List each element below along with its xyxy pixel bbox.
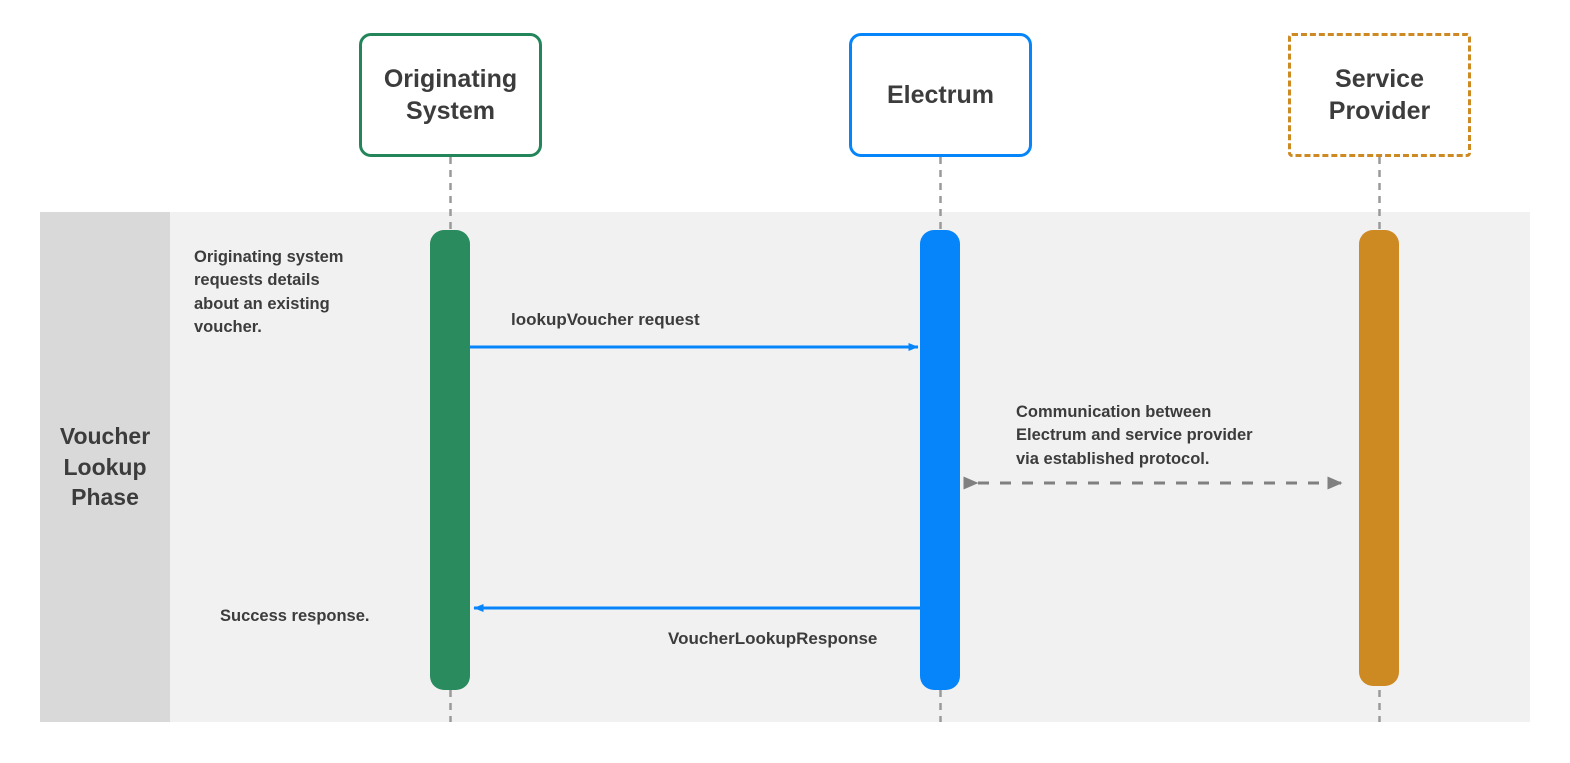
- activation-bar-originating: [430, 230, 470, 690]
- note-provider-protocol: Communication between Electrum and servi…: [1016, 403, 1253, 468]
- message-label-lookup-request: lookupVoucher request: [511, 310, 700, 329]
- participant-service-provider[interactable]: Service Provider: [1288, 33, 1471, 157]
- note-success-response: Success response.: [220, 607, 370, 625]
- activation-bar-electrum: [920, 230, 960, 690]
- note-originating-request: Originating system requests details abou…: [194, 248, 344, 337]
- participant-electrum[interactable]: Electrum: [849, 33, 1032, 157]
- phase-label: Voucher Lookup Phase: [59, 423, 151, 511]
- participant-service-provider-label: Service Provider: [1328, 65, 1431, 125]
- participant-electrum-label: Electrum: [887, 81, 994, 109]
- participant-originating-system-label: Originating System: [383, 65, 518, 125]
- phase-band-body: [40, 212, 1530, 722]
- phase-label-column: Voucher Lookup Phase: [40, 212, 170, 722]
- message-label-voucher-lookup-response: VoucherLookupResponse: [668, 629, 878, 648]
- participant-originating-system[interactable]: Originating System: [359, 33, 542, 157]
- activation-bar-provider: [1359, 230, 1399, 686]
